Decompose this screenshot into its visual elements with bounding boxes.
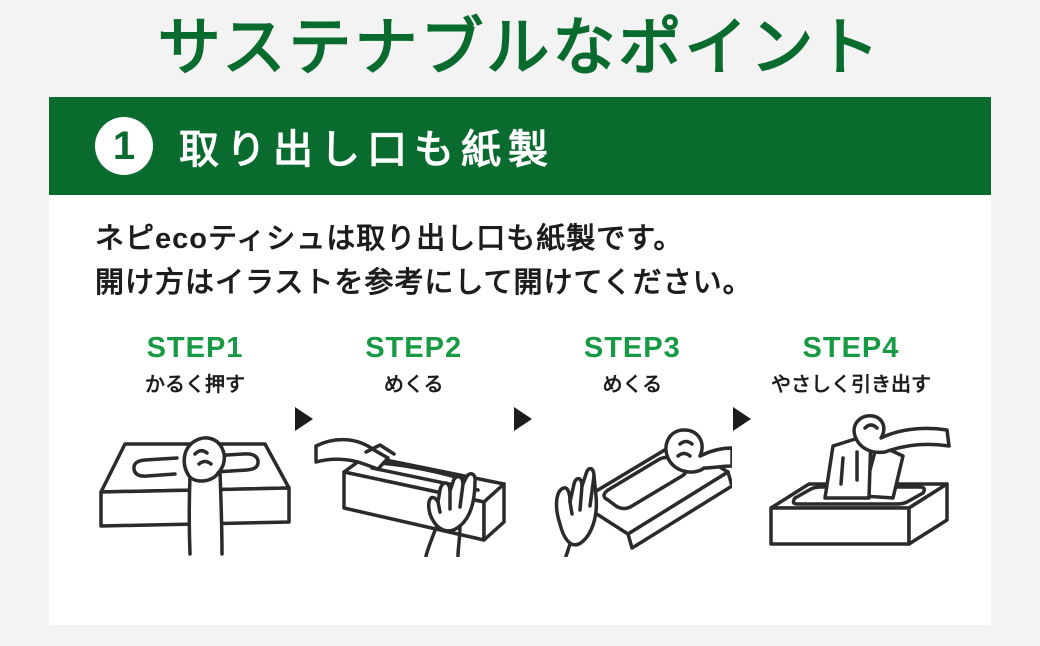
arrow-right-icon [513, 407, 532, 431]
description-line-1: ネピecoティシュは取り出し口も紙製です。 [95, 223, 684, 255]
description-line-2: 開け方はイラストを参考にして開けてください。 [95, 267, 753, 299]
step-4-label: STEP4 [802, 332, 900, 364]
pull-tissue-illustration [769, 413, 951, 546]
step-2: STEP2 めくる [313, 332, 514, 562]
section-number: 1 [112, 124, 136, 168]
step-1-label: STEP1 [146, 332, 244, 364]
step-1: STEP1 かるく押す [95, 332, 295, 562]
page-background: サステナブルなポイント 1 取り出し口も紙製 ネピecoティシュは取り出し口も紙… [49, 13, 991, 625]
step-2-caption: めくる [383, 373, 444, 396]
press-box-illustration [99, 436, 291, 556]
step-1-caption: かるく押す [145, 373, 245, 396]
section-heading: 取り出し口も紙製 [179, 128, 555, 172]
arrow-right-icon [295, 407, 314, 431]
peel-flap-illustration [555, 428, 735, 558]
page-title: サステナブルなポイント [157, 13, 883, 83]
step-3-caption: めくる [602, 373, 663, 396]
section-number-badge: 1 [95, 117, 153, 175]
steps-row: STEP1 かるく押す [95, 332, 965, 562]
step-2-label: STEP2 [365, 332, 463, 364]
peel-strip-illustration [313, 437, 506, 558]
section-header: 1 取り出し口も紙製 [49, 97, 991, 195]
content-card: 1 取り出し口も紙製 ネピecoティシュは取り出し口も紙製です。 開け方はイラス… [49, 97, 991, 625]
step-4-caption: やさしく引き出す [770, 373, 931, 396]
step-4: STEP4 やさしく引き出す [751, 332, 951, 562]
section-body: ネピecoティシュは取り出し口も紙製です。 開け方はイラストを参考にして開けてく… [49, 195, 991, 562]
step-3-label: STEP3 [583, 332, 681, 364]
arrow-right-icon [732, 407, 751, 431]
step-3: STEP3 めくる [532, 332, 735, 562]
